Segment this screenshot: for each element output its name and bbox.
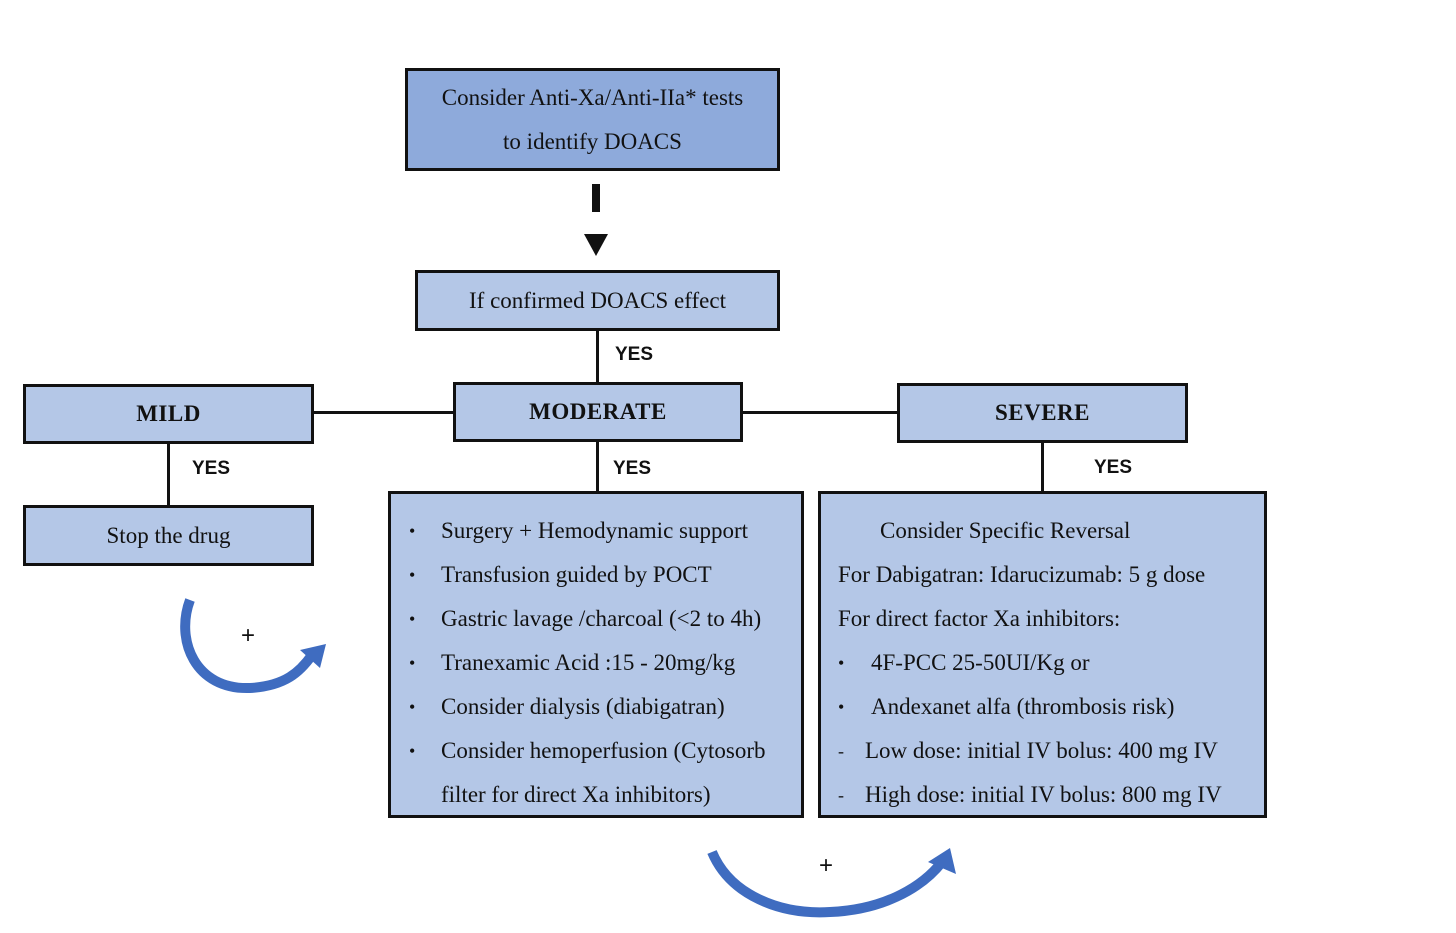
list-item: • Consider hemoperfusion (Cytosorb [409, 729, 766, 773]
bullet-icon: • [409, 653, 416, 673]
severe-xa-heading: For direct factor Xa inhibitors: [838, 606, 1121, 631]
moderate-item-text: Transfusion guided by POCT [441, 562, 712, 587]
connector-confirm-moderate [596, 330, 599, 384]
connector-severe-list [1041, 442, 1044, 493]
curved-arrow-moderate-to-severe [707, 849, 946, 918]
moderate-item-text: Consider hemoperfusion (Cytosorb [441, 738, 766, 763]
anti-xa-test-box: Consider Anti-Xa/Anti-IIa* tests to iden… [405, 68, 780, 171]
moderate-item-text: Surgery + Hemodynamic support [441, 518, 749, 543]
moderate-item-continuation: filter for direct Xa inhibitors) [441, 782, 711, 807]
severe-actions-box: Consider Specific Reversal For Dabigatra… [818, 491, 1267, 818]
bullet-icon: • [409, 697, 416, 717]
dash-icon: - [838, 741, 844, 761]
severe-bullet-text: Andexanet alfa (thrombosis risk) [871, 694, 1175, 719]
arrow-shaft [592, 184, 600, 212]
plus-sign-1: + [241, 622, 256, 649]
moderate-header-text: MODERATE [529, 399, 667, 424]
severe-content: Consider Specific Reversal For Dabigatra… [838, 509, 1222, 817]
severe-dabigatran: For Dabigatran: Idarucizumab: 5 g dose [838, 562, 1206, 587]
bullet-icon: • [409, 741, 416, 761]
curved-arrow-mild-to-moderate [180, 598, 317, 694]
connector-moderate-list [596, 442, 599, 493]
yes-label-moderate: YES [613, 458, 652, 479]
moderate-header: MODERATE [453, 382, 743, 442]
moderate-actions-list: • Surgery + Hemodynamic support • Transfus… [409, 509, 766, 817]
list-item: • Gastric lavage /charcoal (<2 to 4h) [409, 597, 766, 641]
confirm-doacs-box: If confirmed DOACS effect [415, 270, 780, 331]
stop-drug-text: Stop the drug [106, 522, 231, 548]
bullet-icon: • [838, 697, 845, 717]
moderate-item-text: Consider dialysis (diabigatran) [441, 694, 725, 719]
connector-mild-moderate [313, 411, 454, 414]
list-item: • Tranexamic Acid :15 - 20mg/kg [409, 641, 766, 685]
severe-bullet-text: 4F-PCC 25-50UI/Kg or [871, 650, 1090, 675]
confirm-doacs-text: If confirmed DOACS effect [469, 287, 726, 313]
severe-header: SEVERE [897, 383, 1188, 443]
mild-header-text: MILD [136, 401, 201, 426]
plus-sign-2: + [819, 852, 834, 879]
list-item: - High dose: initial IV bolus: 800 mg IV [838, 773, 1222, 817]
severe-header-text: SEVERE [994, 400, 1091, 425]
severe-dose-text: High dose: initial IV bolus: 800 mg IV [865, 782, 1222, 807]
anti-xa-test-line2: to identify DOACS [503, 128, 682, 154]
connector-mild-stop [167, 443, 170, 506]
list-item: • Surgery + Hemodynamic support [409, 509, 766, 553]
list-item: • Consider dialysis (diabigatran) [409, 685, 766, 729]
list-item: - Low dose: initial IV bolus: 400 mg IV [838, 729, 1222, 773]
list-item: • Transfusion guided by POCT [409, 553, 766, 597]
down-arrowhead [584, 234, 608, 256]
severe-dose-text: Low dose: initial IV bolus: 400 mg IV [865, 738, 1218, 763]
list-item: • Andexanet alfa (thrombosis risk) [838, 685, 1222, 729]
stop-drug-box: Stop the drug [23, 505, 314, 566]
bullet-icon: • [409, 609, 416, 629]
mild-header: MILD [23, 384, 314, 444]
moderate-actions-box: • Surgery + Hemodynamic support • Transfus… [388, 491, 804, 818]
moderate-item-text: Tranexamic Acid :15 - 20mg/kg [441, 650, 736, 675]
bullet-icon: • [409, 565, 416, 585]
yes-label-severe: YES [1094, 457, 1133, 478]
list-item-continuation: filter for direct Xa inhibitors) [441, 773, 766, 817]
yes-label-mild: YES [192, 458, 231, 479]
anti-xa-test-line1: Consider Anti-Xa/Anti-IIa* tests [441, 84, 744, 110]
bullet-icon: • [838, 653, 845, 673]
list-item: • 4F-PCC 25-50UI/Kg or [838, 641, 1222, 685]
bullet-icon: • [409, 521, 416, 541]
dash-icon: - [838, 785, 844, 805]
curved-arrow-head-2 [928, 848, 956, 874]
connector-moderate-severe [742, 411, 898, 414]
severe-title: Consider Specific Reversal [880, 518, 1131, 543]
curved-arrow-head-1 [300, 644, 326, 668]
moderate-item-text: Gastric lavage /charcoal (<2 to 4h) [441, 606, 762, 631]
yes-label-confirm: YES [615, 344, 654, 365]
